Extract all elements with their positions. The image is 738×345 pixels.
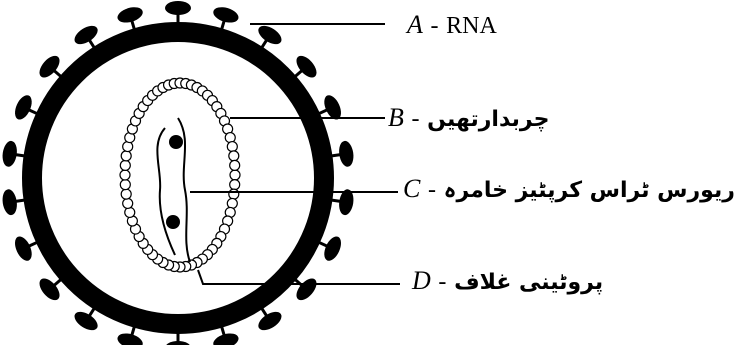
enzyme-dot-top xyxy=(169,135,183,149)
spike-head xyxy=(166,341,190,345)
label-c: C - ریورس ٹراس کرپٹیز خامرہ xyxy=(403,174,735,203)
label-a-separator: - xyxy=(430,13,439,39)
spike-head xyxy=(2,189,17,216)
spike-head xyxy=(117,7,143,23)
spike-head xyxy=(213,333,239,345)
spike-head xyxy=(74,311,98,331)
spike-head xyxy=(296,55,317,78)
spike-head xyxy=(339,140,354,167)
label-b-letter: B xyxy=(388,103,404,132)
label-a-text: RNA xyxy=(446,13,497,39)
spike-head xyxy=(258,25,282,45)
label-a: A - RNA xyxy=(407,10,497,39)
label-d-text: پروٹینی غلاف xyxy=(454,270,604,295)
spike-head xyxy=(213,7,239,23)
capsid-bead xyxy=(122,197,134,210)
spike-head xyxy=(2,140,17,167)
rna-strand-left xyxy=(156,127,176,256)
spike-head xyxy=(39,278,60,301)
spike-head xyxy=(324,236,341,261)
capsid-bead xyxy=(124,206,136,219)
label-b-text: چربدارتھیں xyxy=(427,107,550,132)
label-a-letter: A xyxy=(407,10,423,39)
capsid-bead xyxy=(228,188,240,200)
spike-head xyxy=(258,311,282,331)
spike-head xyxy=(117,333,143,345)
spike-head xyxy=(15,95,32,120)
leader-line-d xyxy=(197,269,400,285)
label-d-separator: - xyxy=(438,269,447,295)
rna-strand-right xyxy=(177,117,191,263)
label-d-letter: D xyxy=(412,266,431,295)
capsid-bead xyxy=(224,131,236,144)
label-c-letter: C xyxy=(403,174,421,203)
capsid-bead xyxy=(119,169,131,181)
envelope-spikes xyxy=(2,1,354,345)
spike-head xyxy=(339,189,354,216)
capsid-bead xyxy=(119,179,131,191)
enzyme-dot-bottom xyxy=(166,215,180,229)
capsid-bead-ring xyxy=(119,77,241,273)
label-d: D - پروٹینی غلاف xyxy=(412,266,604,295)
label-c-text: ریورس ٹراس کرپٹیز خامرہ xyxy=(443,178,735,203)
capsid-bead xyxy=(228,150,240,162)
label-b-separator: - xyxy=(411,106,420,132)
spike-head xyxy=(39,55,60,78)
capsid-bead xyxy=(120,188,132,200)
label-c-separator: - xyxy=(427,177,436,203)
capsid-bead xyxy=(120,150,132,162)
capsid-bead xyxy=(226,197,238,210)
capsid-bead xyxy=(122,140,134,153)
outer-envelope xyxy=(22,22,334,334)
capsid-bead xyxy=(229,159,241,171)
capsid-bead xyxy=(119,159,131,171)
spike-head xyxy=(15,236,32,261)
capsid-bead xyxy=(226,140,238,153)
label-b: B - چربدارتھیں xyxy=(388,103,550,132)
spike-head xyxy=(165,1,191,15)
spike-head xyxy=(74,25,98,45)
capsid-bead xyxy=(229,169,241,181)
spike-head xyxy=(324,95,341,120)
capsid-bead xyxy=(229,179,241,191)
